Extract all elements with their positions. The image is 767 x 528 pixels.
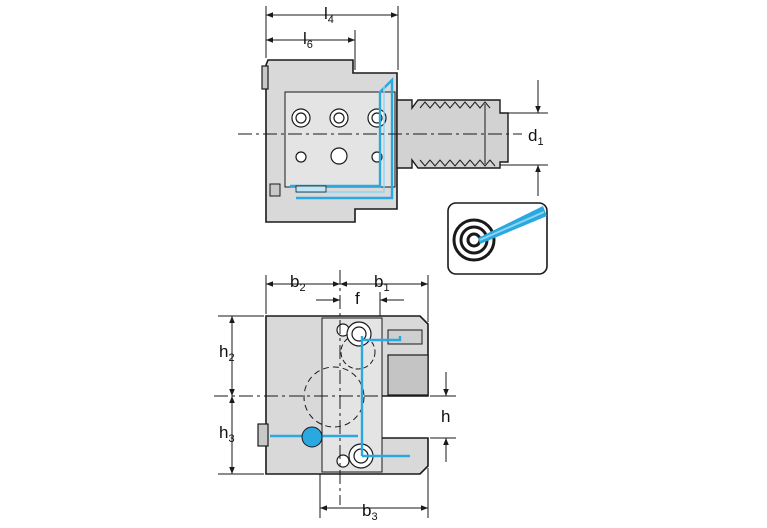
top-shank [396,99,509,169]
top-coolant-channel [290,77,394,200]
top-view: l4 l6 d1 [238,4,548,223]
front-coolant-channel [270,336,410,458]
top-holes [291,108,387,165]
coolant-target-icon [447,202,548,275]
dim-b2: b2 [290,272,306,294]
dim-h: h [441,407,450,426]
dim-l4: l4 [324,4,334,26]
dim-h3: h3 [219,423,235,445]
dim-b3: b3 [362,501,378,523]
dim-b1: b1 [374,272,390,294]
front-coolant-port [301,426,323,448]
dim-d1: d1 [528,126,544,148]
dim-l6: l6 [303,29,313,51]
top-left-edge [261,65,269,90]
dim-h2: h2 [219,342,235,364]
top-inner-panel [284,91,396,188]
bottom-view: b2 b1 f h2 h3 h [214,270,456,523]
dim-f: f [355,289,360,308]
top-shank-serration [419,101,496,167]
